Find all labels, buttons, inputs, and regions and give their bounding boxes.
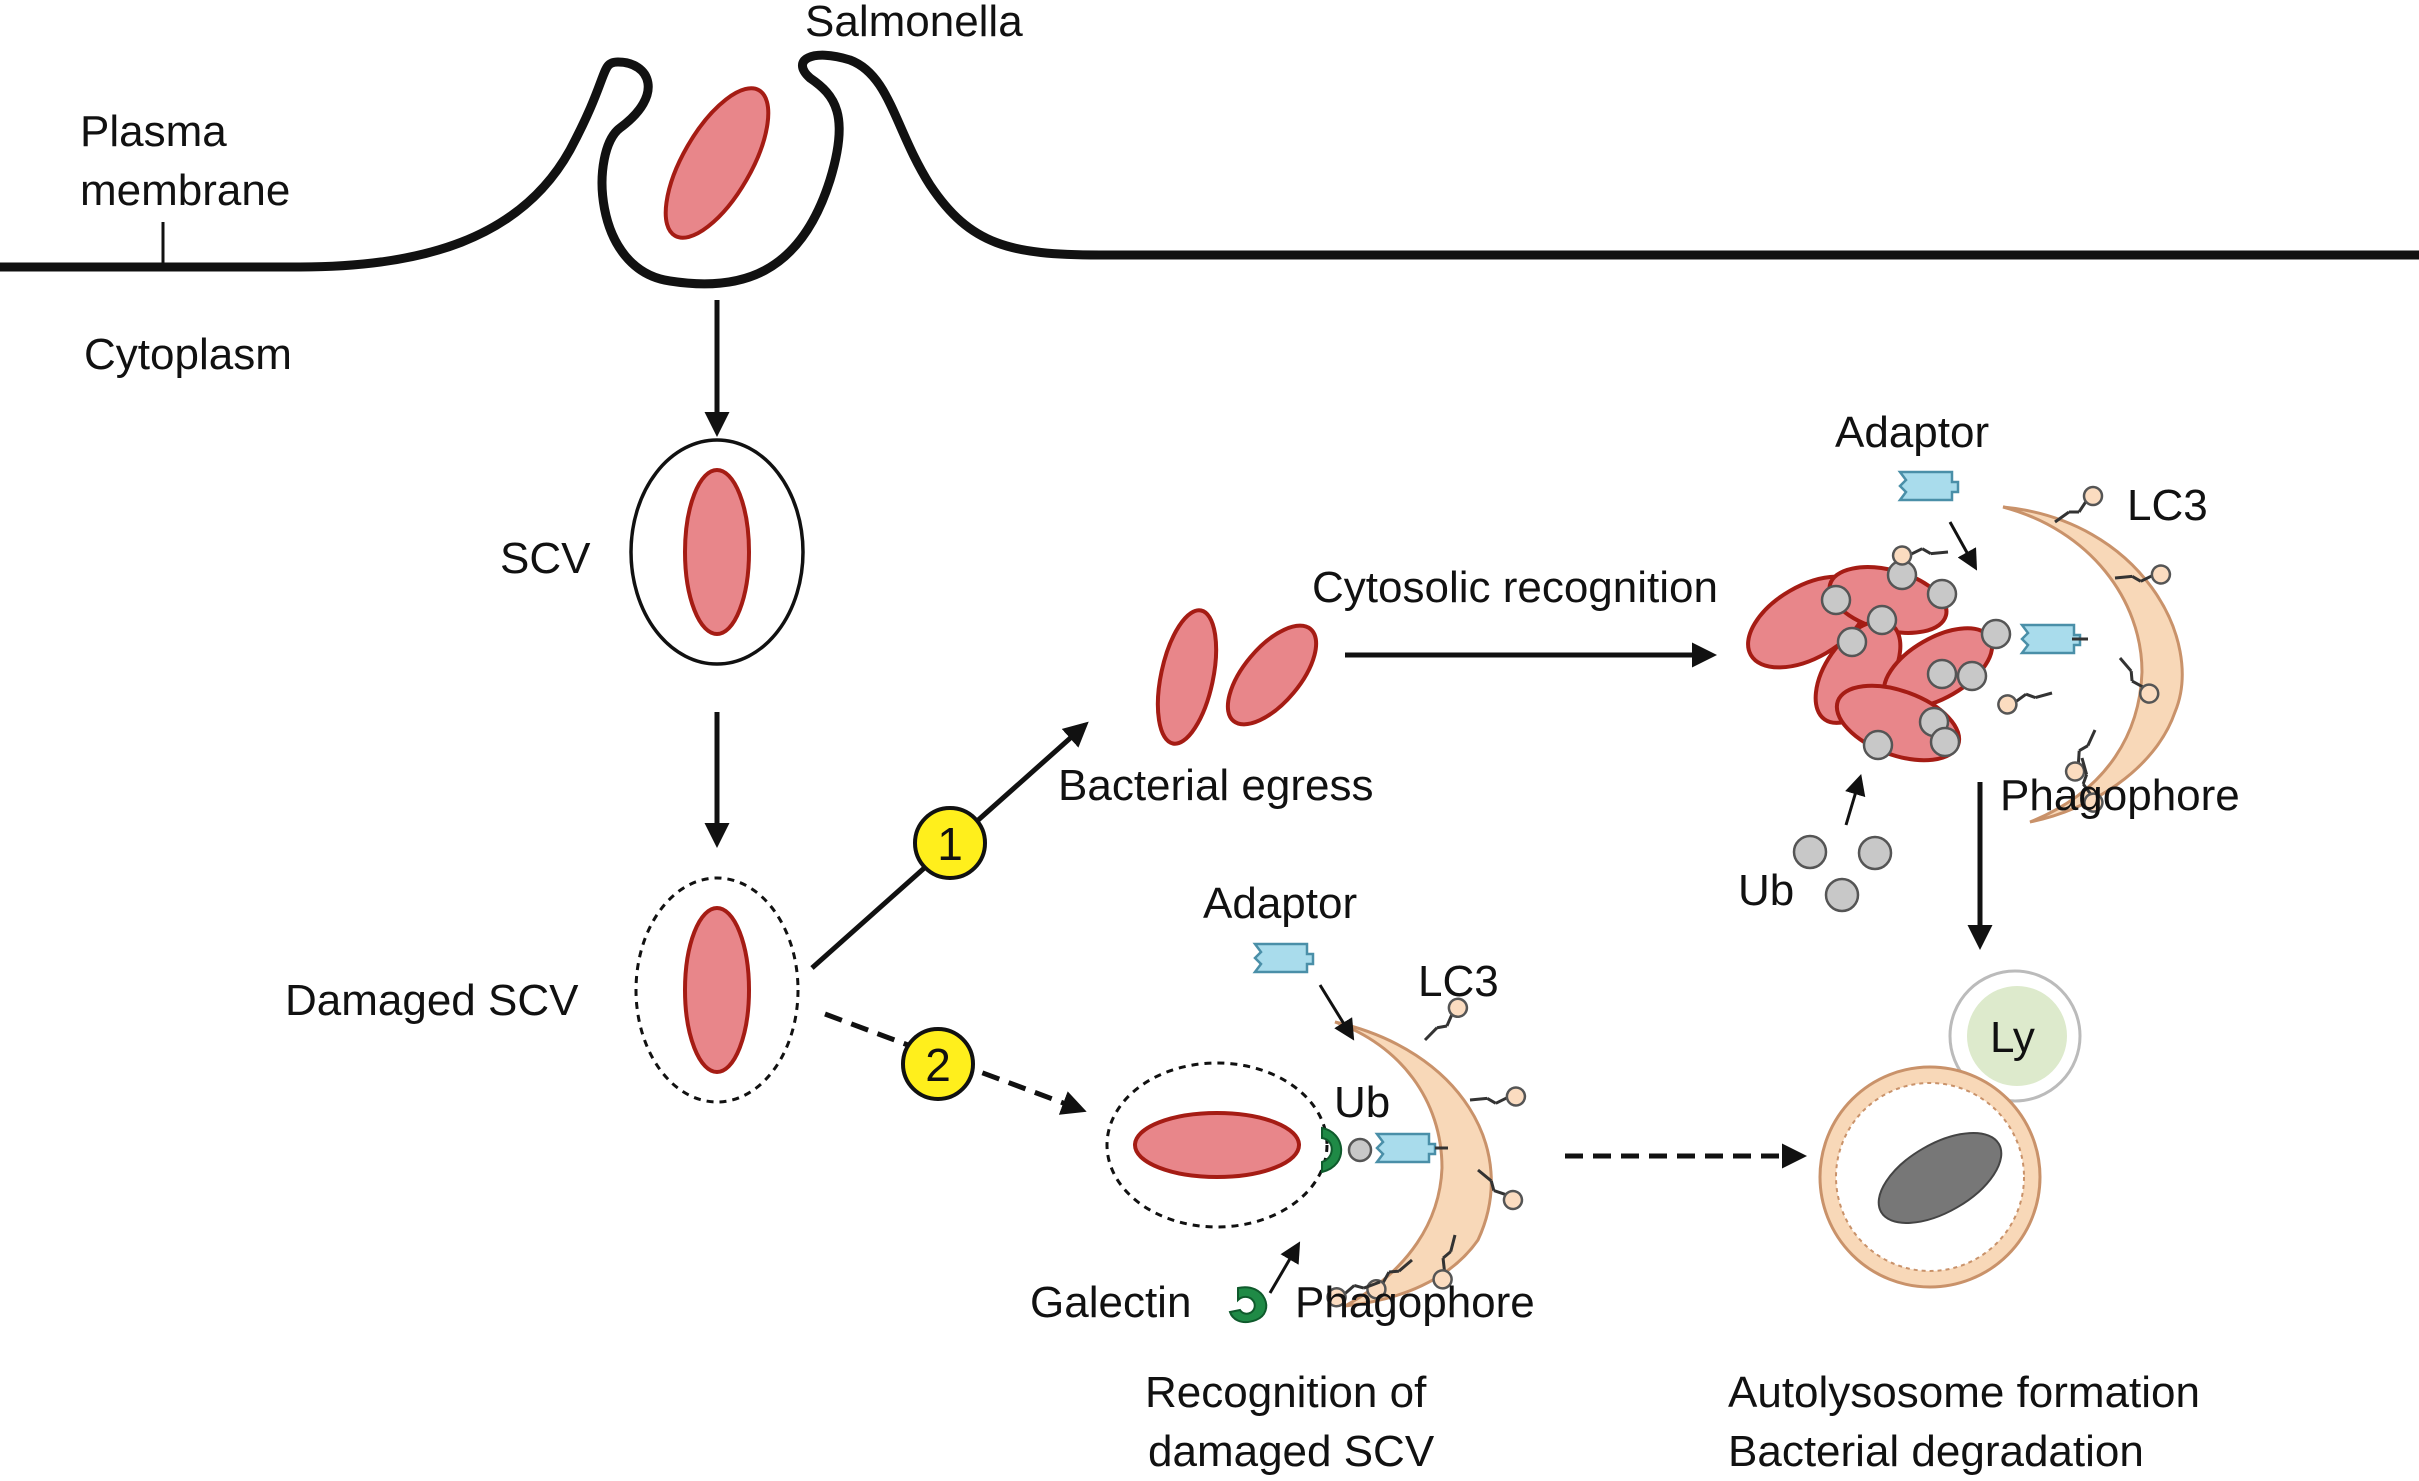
- egressed-bacterium-2: [1225, 623, 1319, 727]
- pathway-2-number: 2: [925, 1039, 951, 1091]
- degraded-bacterium: [1877, 1132, 2003, 1224]
- lc3-top-label: LC3: [2127, 481, 2208, 530]
- plasma-membrane-label-line2: membrane: [80, 166, 290, 215]
- arrow-pathway-2: [824, 1011, 1087, 1115]
- salmonella-label: Salmonella: [805, 0, 1023, 46]
- damaged-scv-label: Damaged SCV: [285, 976, 579, 1025]
- egressed-bacterium-1: [1155, 608, 1219, 746]
- damaged-scv-membrane: [634, 876, 800, 1104]
- scv-membrane: [629, 438, 805, 666]
- ubiquitinated-bacteria-cluster: [1746, 559, 2012, 763]
- arrow-adaptor-bottom: [1318, 984, 1355, 1041]
- arrow-galectin: [1268, 1241, 1301, 1294]
- recognized-scv-membrane: [1105, 1061, 1329, 1229]
- autolysosome-label-line2: Bacterial degradation: [1728, 1427, 2144, 1476]
- ub-bottom-bound: [1347, 1137, 1373, 1163]
- recognized-scv-bacterium: [1133, 1111, 1301, 1179]
- ly-label: Ly: [1990, 1013, 2035, 1062]
- recognition-label-line1: Recognition of: [1145, 1368, 1427, 1417]
- lysosome-lumen: [1967, 986, 2067, 1086]
- phagophore-bottom-label: Phagophore: [1295, 1278, 1535, 1327]
- phagophore-top: [1888, 485, 2184, 824]
- pathway-1-number: 1: [937, 818, 963, 870]
- arrow-ub-top: [1844, 773, 1866, 826]
- adaptor-bottom-label: Adaptor: [1203, 879, 1357, 928]
- pathway-1-badge: [913, 806, 987, 880]
- plasma-membrane: [0, 50, 2419, 289]
- lc3-bottom-label: LC3: [1418, 957, 1499, 1006]
- plasma-membrane-label-line1: Plasma: [80, 107, 227, 156]
- phagophore-bottom: [1324, 995, 1530, 1318]
- bacterial-egress-label: Bacterial egress: [1058, 761, 1373, 810]
- adaptor-top-icon-free: [1898, 470, 1960, 502]
- salmonella-bacterium: [663, 86, 771, 240]
- free-ubiquitin-top: [1792, 834, 1893, 913]
- galectin-label: Galectin: [1030, 1278, 1191, 1327]
- adaptor-bottom-icon-bound: [1375, 1132, 1448, 1164]
- scv-label: SCV: [500, 534, 591, 583]
- phagophore-top-label: Phagophore: [2000, 771, 2240, 820]
- adaptor-top-label: Adaptor: [1835, 408, 1989, 457]
- adaptor-bottom-icon-free: [1253, 942, 1315, 974]
- ub-top-label: Ub: [1738, 866, 1794, 915]
- arrow-adaptor-top: [1948, 521, 1978, 571]
- scv-bacterium: [683, 468, 751, 636]
- pathway-2-badge: [901, 1027, 975, 1101]
- ub-bottom-label: Ub: [1334, 1078, 1390, 1127]
- galectin-bound-icon: [1321, 1126, 1343, 1174]
- damaged-scv-bacterium: [683, 906, 751, 1074]
- galectin-free-icon: [1228, 1286, 1268, 1324]
- adaptor-top-icon-bound: [2020, 623, 2088, 655]
- recognition-label-line2: damaged SCV: [1148, 1427, 1435, 1476]
- autolysosome-label-line1: Autolysosome formation: [1728, 1368, 2200, 1417]
- cytosolic-recognition-label: Cytosolic recognition: [1312, 563, 1718, 612]
- cytoplasm-label: Cytoplasm: [84, 330, 292, 379]
